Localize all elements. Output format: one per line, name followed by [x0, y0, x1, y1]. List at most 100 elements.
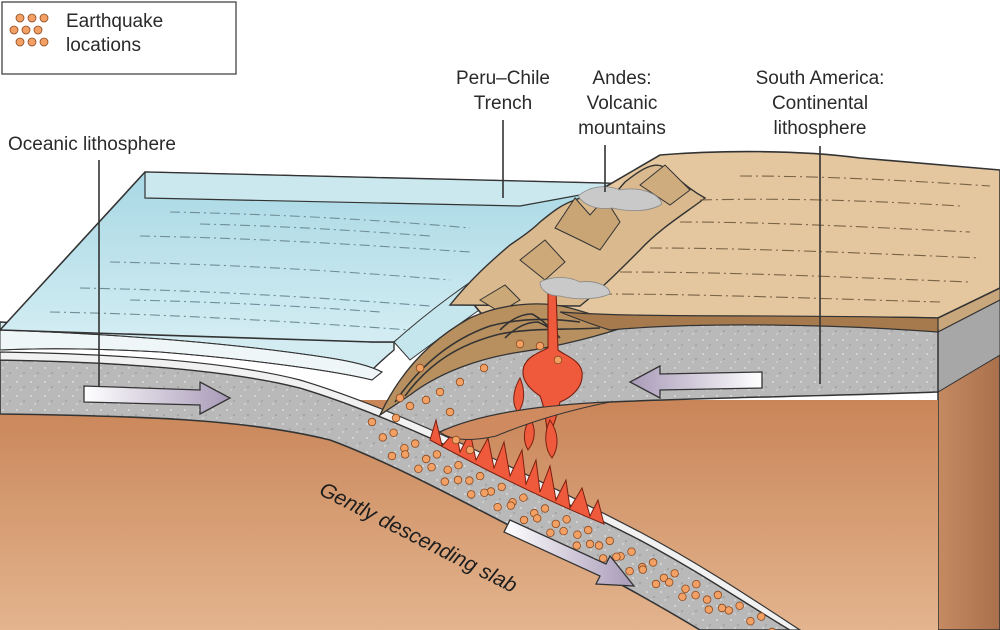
oceanic-lithosphere-top-edge — [0, 329, 383, 381]
earthquake-dot — [585, 539, 595, 549]
earthquake-dot — [612, 552, 621, 561]
legend: Earthquake locations — [1, 1, 237, 75]
earthquake-dot — [551, 519, 560, 529]
earthquake-dot — [702, 595, 712, 604]
earthquake-dot — [670, 569, 679, 578]
earthquake-dot — [559, 527, 568, 536]
andes-label-line3: mountains — [578, 118, 666, 139]
earthquake-dot — [411, 439, 420, 448]
earthquake-dot — [678, 592, 687, 601]
trench-label-line2: Trench — [474, 93, 532, 114]
earthquake-dot — [659, 573, 669, 583]
earthquake-dot — [451, 435, 461, 445]
earthquake-dot — [455, 377, 465, 387]
magma-plume — [513, 289, 583, 459]
legend-label-line2: locations — [66, 35, 141, 56]
andes-label-line1: Andes: — [592, 68, 651, 89]
earthquake-dot — [691, 591, 700, 600]
earthquake-dot — [387, 451, 397, 461]
earthquake-dot — [713, 590, 723, 600]
earthquake-dot — [584, 525, 593, 535]
earthquake-dot — [427, 463, 436, 472]
oceanic-lithosphere-label: Oceanic lithosphere — [8, 134, 176, 155]
continent-front-brown-band — [559, 311, 939, 333]
earthquake-dot — [415, 363, 425, 373]
earthquake-dot — [453, 475, 463, 485]
earthquake-dot — [692, 580, 701, 589]
earthquake-dot — [432, 450, 442, 459]
earthquake-dot — [746, 617, 755, 626]
earthquake-dot — [533, 514, 542, 523]
earthquake-dot — [519, 493, 528, 502]
earthquake-dot — [395, 393, 405, 403]
earthquake-dot — [546, 528, 555, 537]
earthquake-dot — [465, 445, 475, 455]
earthquake-dot — [627, 547, 636, 556]
continent-label-line3: lithosphere — [774, 118, 867, 139]
continent-label-line2: Continental — [772, 93, 868, 114]
earthquake-dot — [479, 363, 489, 373]
earthquake-dot — [553, 355, 563, 365]
legend-label-line1: Earthquake — [66, 11, 163, 32]
earthquake-dot — [435, 387, 445, 397]
leader-lines — [98, 120, 821, 386]
earthquake-dot — [378, 433, 387, 442]
earthquake-dot — [454, 461, 463, 470]
earthquake-dot — [540, 504, 550, 513]
ocean-ripple-lines — [49, 211, 471, 331]
earthquake-dot — [497, 482, 506, 492]
earthquake-dot — [405, 401, 415, 411]
earthquake-dots — [367, 339, 776, 630]
earthquake-dot — [467, 490, 476, 499]
mantle-wedge — [439, 401, 611, 440]
earthquake-dot — [475, 471, 485, 481]
earthquake-dot — [651, 579, 661, 589]
earthquake-dot — [465, 476, 474, 485]
earthquake-dot — [665, 578, 674, 587]
earthquake-dot — [421, 454, 431, 464]
earthquake-dot — [594, 541, 604, 550]
earthquake-dot — [572, 541, 581, 550]
earthquake-dot — [681, 584, 690, 593]
earthquake-dot — [605, 536, 614, 546]
continent-terrain-lines — [599, 175, 991, 303]
oceanic-plate-motion-arrow[interactable] — [83, 380, 232, 416]
legend-quake-symbol — [9, 13, 49, 47]
melting-zone-flames — [429, 418, 605, 525]
earthquake-dot — [638, 565, 647, 574]
slab-descent-arrow[interactable] — [503, 519, 636, 587]
earthquake-dot — [440, 477, 449, 486]
earthquake-dot — [391, 413, 401, 423]
earthquake-dot — [735, 601, 744, 610]
earthquake-dot — [625, 567, 634, 576]
earthquake-dot — [573, 530, 582, 539]
earthquake-dot — [480, 488, 489, 497]
earthquake-dot — [421, 395, 431, 405]
earthquake-dot — [493, 503, 502, 512]
earthquake-dot — [445, 407, 455, 417]
earthquake-dot — [506, 501, 515, 510]
earthquake-dot — [562, 515, 571, 524]
continent-label-line1: South America: — [756, 68, 885, 89]
earthquake-dot — [519, 515, 529, 525]
legend-box — [1, 1, 237, 75]
earthquake-dot — [648, 558, 658, 567]
earthquake-dot — [757, 612, 766, 621]
continental-plate-motion-arrow[interactable] — [628, 364, 763, 400]
earthquake-dot — [389, 428, 398, 437]
earthquake-dot — [367, 417, 377, 427]
earthquake-dot — [443, 465, 452, 474]
earthquake-dot — [717, 603, 727, 613]
earthquake-dot — [704, 605, 713, 614]
earthquake-dot — [535, 341, 545, 351]
ocean-back-wall — [144, 171, 641, 207]
oceanic-crust-layer — [0, 351, 802, 630]
earthquake-dot — [401, 450, 410, 459]
earthquake-dot — [414, 464, 423, 473]
trench-label-line1: Peru–Chile — [456, 68, 550, 89]
volcanic-smoke — [539, 186, 663, 300]
andes-label-line2: Volcanic — [587, 93, 658, 114]
earthquake-dot — [515, 339, 525, 349]
